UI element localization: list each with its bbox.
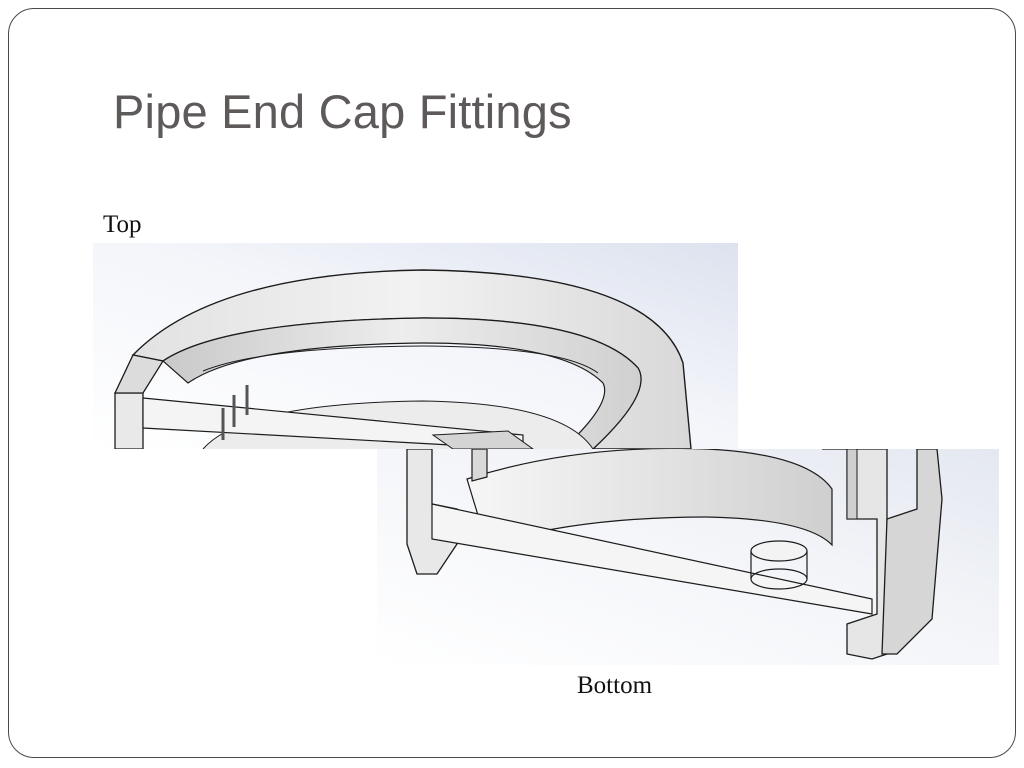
top-caption: Top	[103, 211, 142, 238]
bottom-caption: Bottom	[577, 672, 653, 699]
top-cutaway-render	[93, 243, 738, 449]
slide-title: Pipe End Cap Fittings	[113, 85, 572, 138]
bottom-cutaway-render	[377, 449, 999, 665]
